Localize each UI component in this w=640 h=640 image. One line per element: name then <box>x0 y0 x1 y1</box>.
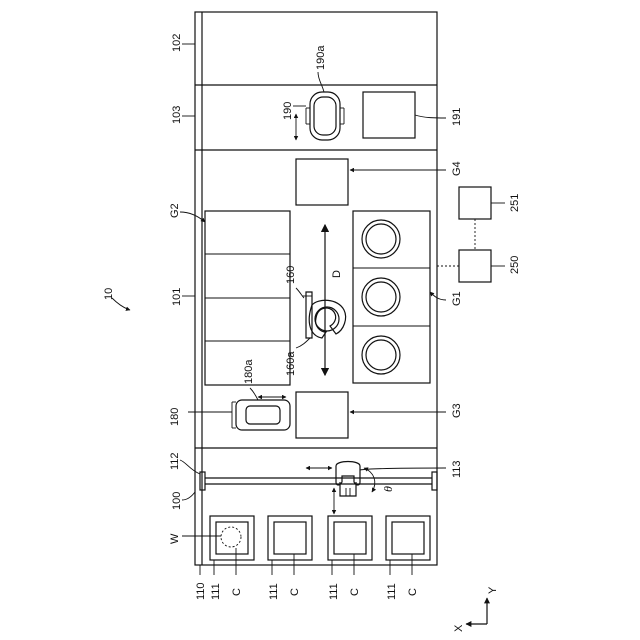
coordinate-axes <box>466 598 487 624</box>
processing-group-g1 <box>353 211 430 383</box>
wafer-w <box>221 527 241 547</box>
label-100: 100 <box>171 492 183 510</box>
label-axis-y: Y <box>487 586 499 594</box>
transfer-arm-180a <box>246 406 280 424</box>
transfer-180-body <box>236 400 290 430</box>
transfer-113-head <box>336 462 360 486</box>
label-250: 250 <box>509 256 521 274</box>
cassette-station-4 <box>386 516 430 560</box>
label-190: 190 <box>282 102 294 120</box>
unit-group-g4 <box>296 159 348 205</box>
label-theta: θ <box>381 486 395 492</box>
label-102: 102 <box>171 34 183 52</box>
label-system-10: 10 <box>103 288 115 300</box>
label-103: 103 <box>171 106 183 124</box>
label-111-c: 111 <box>328 583 340 600</box>
label-c-2: C <box>289 588 301 596</box>
label-191: 191 <box>451 108 463 126</box>
label-c-1: C <box>231 588 243 596</box>
label-g3: G3 <box>451 403 463 418</box>
g1-frame <box>353 211 430 383</box>
label-111-b: 111 <box>268 583 280 600</box>
label-g4: G4 <box>451 161 463 176</box>
transfer-device-160 <box>302 225 346 375</box>
label-190a: 190a <box>315 45 327 70</box>
label-180: 180 <box>169 408 181 426</box>
label-g2: G2 <box>169 203 181 218</box>
processing-group-g2 <box>205 211 290 385</box>
transfer-device-180 <box>232 397 290 430</box>
label-111-d: 111 <box>386 583 398 600</box>
label-d: D <box>331 270 343 278</box>
label-axis-x: X <box>453 624 465 632</box>
label-160a: 160a <box>285 351 297 376</box>
label-160: 160 <box>285 266 297 284</box>
cassette-station-3 <box>328 516 372 560</box>
label-c-4: C <box>407 588 419 596</box>
label-111-a: 111 <box>210 583 222 600</box>
unit-group-g3 <box>296 392 348 438</box>
label-101: 101 <box>171 288 183 306</box>
unit-191 <box>363 92 415 138</box>
label-112: 112 <box>169 452 181 470</box>
label-c-3: C <box>349 588 361 596</box>
label-w: W <box>169 533 181 544</box>
unit-250 <box>459 250 491 282</box>
label-113: 113 <box>451 460 463 478</box>
label-110: 110 <box>195 582 207 600</box>
label-180a: 180a <box>243 359 255 384</box>
transfer-arm-190a-inner <box>314 97 336 135</box>
transfer-device-190 <box>296 92 344 140</box>
cassette-station-2 <box>268 516 312 560</box>
unit-251 <box>459 187 491 219</box>
label-251: 251 <box>509 194 521 212</box>
label-g1: G1 <box>451 291 463 306</box>
transfer-rail-112 <box>200 472 437 490</box>
cassette-station-1 <box>210 516 254 560</box>
arrow-113-rotation <box>364 468 375 492</box>
